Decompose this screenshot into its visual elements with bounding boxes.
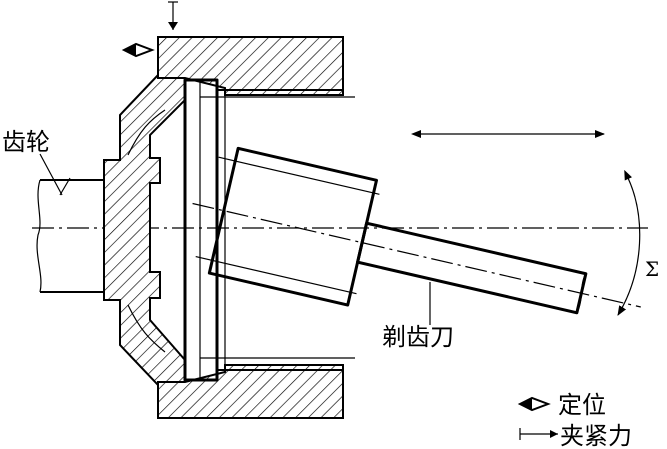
sigma-label: Σ	[645, 257, 659, 281]
gear-label: 齿轮	[2, 128, 50, 156]
gear-shaft	[36, 177, 105, 293]
gear-body	[103, 74, 186, 386]
legend: 定位 夹紧力	[517, 391, 632, 449]
legend-locating-symbol	[517, 396, 551, 412]
cutter-label: 剃齿刀	[382, 323, 454, 351]
crossing-angle-arc	[617, 169, 641, 316]
legend-locating-label: 定位	[558, 391, 606, 419]
locating-plate	[183, 78, 343, 382]
top-clamp-arrow	[168, 1, 178, 30]
legend-clamping-label: 夹紧力	[560, 422, 632, 449]
shaving-cutter	[192, 146, 641, 315]
locating-symbol	[121, 42, 155, 58]
legend-clamping-symbol	[519, 428, 558, 440]
